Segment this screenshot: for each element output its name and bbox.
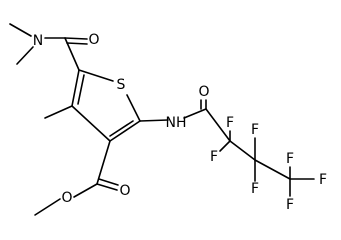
bond-c2-nh bbox=[139, 119, 169, 122]
bond-carbonyl-ring bbox=[64, 37, 80, 71]
bond-cf2a-f-left bbox=[219, 140, 231, 152]
bond-methyl-n-upper bbox=[9, 23, 32, 37]
atom-f5: F bbox=[286, 151, 294, 167]
atom-o-amide: O bbox=[88, 32, 99, 48]
atom-f4: F bbox=[251, 181, 259, 197]
bond-carbonyl-cf2a bbox=[205, 108, 231, 142]
bond-carbonyl-o-b bbox=[66, 42, 88, 45]
atom-o-ester-carbonyl: O bbox=[119, 183, 130, 199]
bond-cf2a-cf2b bbox=[229, 140, 256, 161]
bond-c4-c5-a bbox=[71, 69, 80, 107]
bond-o-methyl bbox=[34, 198, 61, 216]
atom-s-ring: S bbox=[117, 77, 126, 93]
bond-ester-c-o bbox=[73, 183, 98, 198]
atom-o-butanoyl: O bbox=[198, 84, 209, 100]
bond-ester-co-b bbox=[98, 178, 119, 186]
atom-f7: F bbox=[286, 197, 294, 213]
molecule-structure: N O S NH O O O F F F F F F F bbox=[9, 23, 327, 216]
bond-c4-methyl bbox=[44, 105, 73, 119]
bond-c5-s bbox=[78, 69, 114, 82]
atom-f3: F bbox=[251, 122, 259, 138]
bond-c3-c4 bbox=[71, 105, 111, 142]
bond-cf2b-cf3 bbox=[254, 159, 291, 180]
bonds bbox=[9, 23, 315, 216]
bond-carbonyl-o-a bbox=[64, 37, 88, 40]
bond-c2-c3-a bbox=[109, 120, 141, 142]
bond-c4-c5-b bbox=[77, 74, 85, 105]
bond-methyl-n-lower bbox=[16, 46, 34, 65]
atom-f1: F bbox=[226, 115, 234, 131]
atom-f2: F bbox=[210, 149, 218, 165]
bond-c2-c3-b bbox=[109, 120, 134, 137]
atom-n-amide: N bbox=[33, 33, 43, 49]
bond-ester-co-a bbox=[96, 183, 118, 191]
bond-c3-ester-c bbox=[96, 140, 111, 185]
atom-labels: N O S NH O O O F F F F F F F bbox=[33, 32, 327, 213]
atom-nh: NH bbox=[166, 115, 187, 131]
bond-s-c2 bbox=[126, 94, 141, 122]
bond-nh-carbonyl bbox=[183, 108, 207, 119]
atom-f6: F bbox=[319, 172, 327, 188]
atom-o-ester: O bbox=[61, 190, 72, 206]
